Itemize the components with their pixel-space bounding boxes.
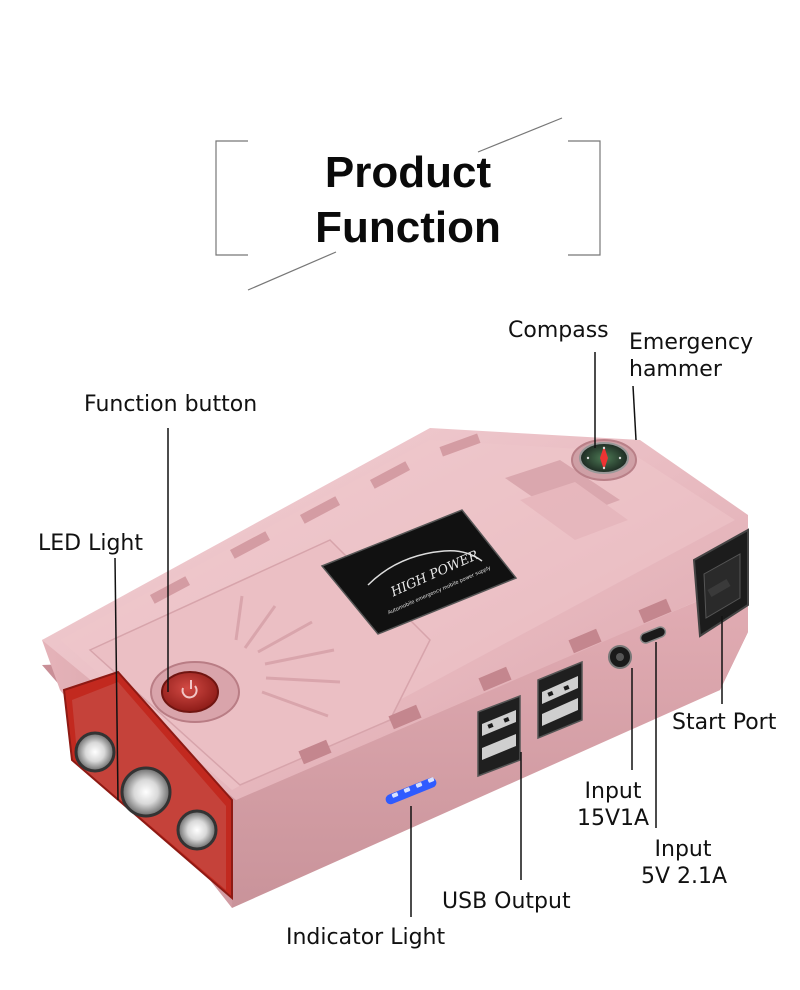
page-title-line1: Product [324,148,492,197]
usb-output-ports [477,660,583,778]
function-button [150,661,240,723]
brand-badge: HIGH POWER Automobile emergency mobile p… [320,509,518,635]
indicator-light [385,777,437,805]
title-frame [215,117,601,291]
callout-usb-output: USB Output [442,889,571,914]
page-title-line2: Function [315,203,501,252]
callout-led-light: LED Light [38,531,143,556]
callout-function-button: Function button [84,392,258,417]
led-bulb-small-right [176,809,218,851]
callout-input-15v-line1: Input [584,779,642,804]
led-light-panel [62,670,233,901]
led-bulb-main [120,766,172,818]
callout-leader-lines [114,352,723,917]
callout-indicator-light: Indicator Light [286,925,446,950]
leader-emergency-hammer [632,385,637,441]
callout-emergency-hammer-line1: Emergency [629,330,754,355]
callout-emergency-hammer-line2: hammer [629,357,722,382]
leader-led-light [114,557,119,801]
compass [571,439,637,481]
callout-compass: Compass [508,318,609,343]
callout-input-5v-line2: 5V 2.1A [640,864,728,889]
input-15v-port [608,645,632,669]
callout-start-port: Start Port [672,710,777,735]
callout-input-15v-line2: 15V1A [576,806,650,831]
callout-input-5v-line1: Input [654,837,712,862]
input-5v-port [639,626,667,644]
start-port [692,528,749,638]
led-bulb-small-left [74,731,116,773]
